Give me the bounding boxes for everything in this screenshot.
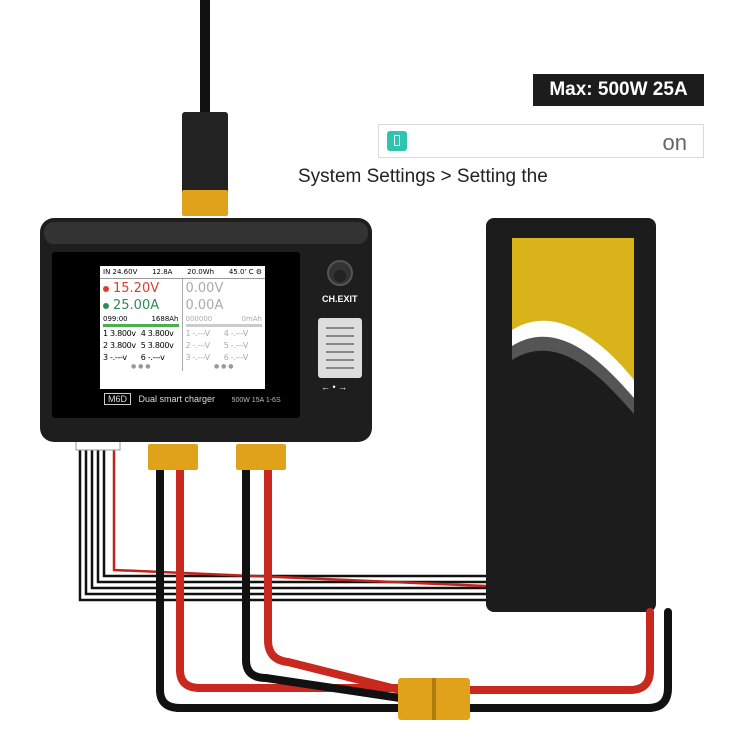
left-time: 099:00 <box>103 315 128 323</box>
model-tag: M6D <box>104 393 132 405</box>
max-power-badge: Max: 500W 25A <box>533 74 704 106</box>
input-current: 12.8A <box>152 268 173 276</box>
model-spec: 500W 15A 1-6S <box>231 397 281 404</box>
cell: 3 -.---v <box>103 353 127 362</box>
temperature: 45.0' C ⚙ <box>228 268 262 276</box>
cell: 1 3.800v <box>103 329 136 338</box>
nav-arrows-icon: ← • → <box>321 382 348 392</box>
cell: 1 -.---V <box>185 329 211 338</box>
balance-wires <box>78 446 487 602</box>
right-voltage: 0.00V <box>185 281 224 296</box>
channel-right: 0.00V 0.00A 000000 0mAh 1 -.---V 4 -.---V… <box>185 281 263 370</box>
right-cells: 1 -.---V 4 -.---V 2 -.---V 5 -.---V 3 -.… <box>186 329 263 362</box>
right-current: 0.00A <box>185 298 224 313</box>
cell: 5 -.---V <box>223 341 249 350</box>
power-plug <box>182 112 228 194</box>
model-line: M6D Dual smart charger 500W 15A 1-6S <box>104 393 281 405</box>
charger-screen: IN 24.60V 12.8A 20.0Wh 45.0' C ⚙ 15.20V … <box>100 266 265 389</box>
input-voltage: IN 24.60V <box>103 268 138 276</box>
right-progress <box>185 324 262 327</box>
toggle-state: on <box>662 130 687 155</box>
xt60-input-connector <box>182 190 228 216</box>
left-current: 25.00A <box>103 297 179 314</box>
exit-label: CH.EXIT <box>322 294 358 304</box>
energy: 20.0Wh <box>187 268 215 276</box>
left-cells: 1 3.800v 4 3.800v 2 3.800v 5 3.800v 3 -.… <box>103 329 179 362</box>
left-capacity: 1688Ah <box>151 315 179 323</box>
left-voltage: 15.20V <box>103 280 179 297</box>
scroll-wheel[interactable] <box>318 318 362 378</box>
cell: 6 -.---V <box>223 353 249 362</box>
caption-text: System Settings > Setting the <box>298 166 548 187</box>
cell: 3 -.---V <box>185 353 211 362</box>
cell: 5 3.800v <box>140 341 174 350</box>
cell: 6 -.---v <box>140 353 165 362</box>
wrench-icon: ⚙ <box>255 268 262 276</box>
output-leads <box>156 464 672 712</box>
cell: 4 3.800v <box>140 329 174 338</box>
toggle-setting-row[interactable]: on <box>378 124 704 158</box>
cell: 2 -.---V <box>185 341 211 350</box>
status-bar: IN 24.60V 12.8A 20.0Wh 45.0' C ⚙ <box>100 266 265 279</box>
right-capacity: 0mAh <box>241 315 263 323</box>
cell: 4 -.---V <box>223 329 249 338</box>
battery-icon <box>387 131 407 151</box>
xt60-output-b <box>236 444 286 470</box>
cell: 2 3.800v <box>103 341 136 350</box>
power-cable <box>200 0 210 120</box>
xt60-output-a <box>148 444 198 470</box>
right-time: 000000 <box>185 315 213 323</box>
left-progress <box>103 324 179 327</box>
model-description: Dual smart charger <box>138 394 216 404</box>
channel-left: 15.20V 25.00A 099:00 1688Ah 1 3.800v 4 3.… <box>100 279 183 371</box>
